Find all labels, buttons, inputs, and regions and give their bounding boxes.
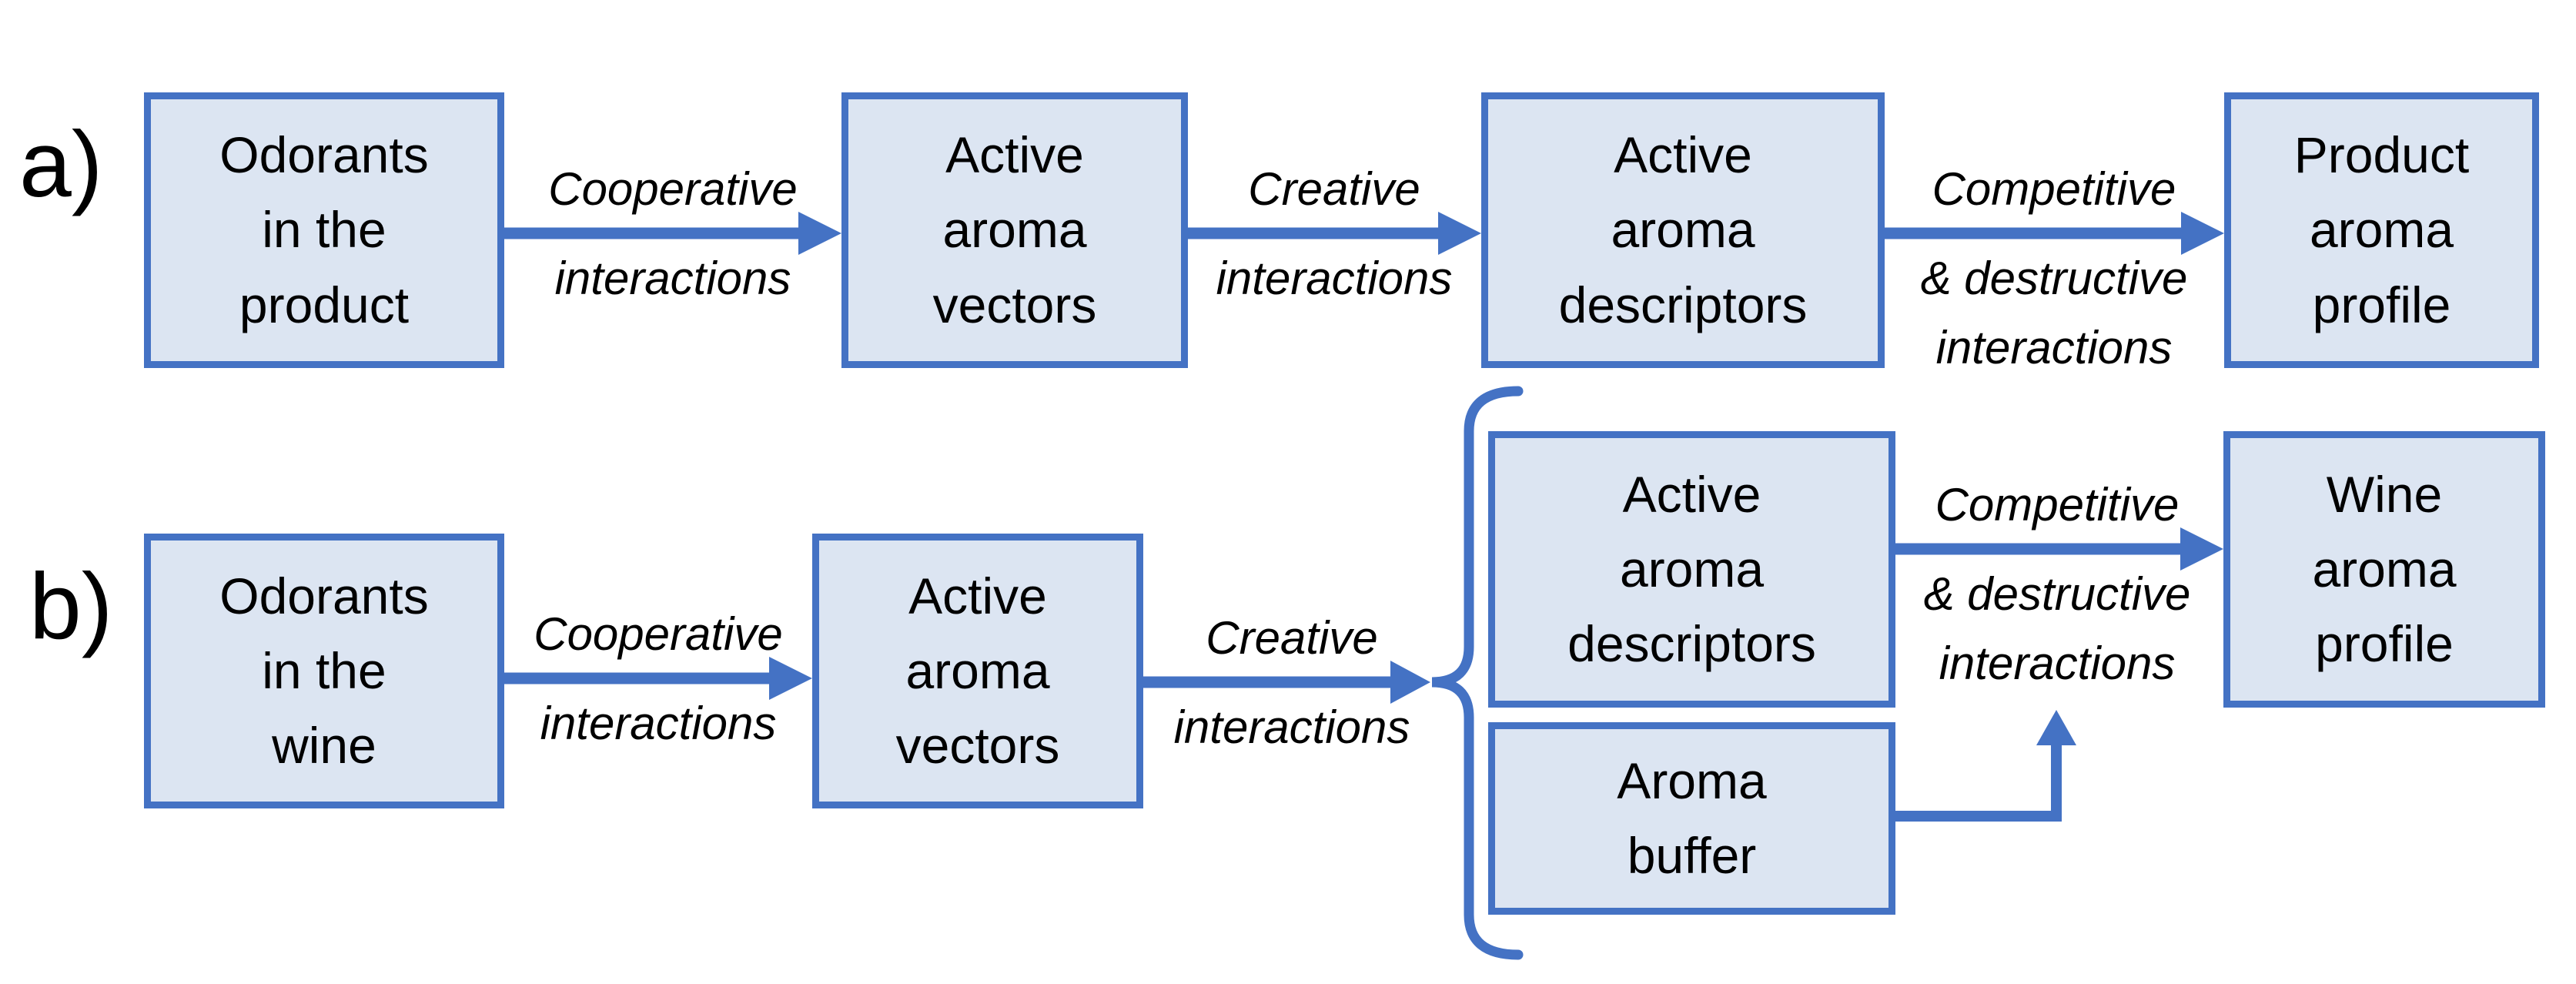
- box-odorants-wine: Odorants in the wine: [144, 534, 504, 808]
- label-cooperative-a-top: Cooperative: [548, 163, 798, 215]
- label-creative-a-top: Creative: [1248, 163, 1420, 215]
- label-competitive-a-bottom: & destructive interactions: [1920, 253, 2188, 373]
- box-active-aroma-vectors-a: Active aroma vectors: [841, 92, 1188, 368]
- label-competitive-a-top: Competitive: [1932, 163, 2176, 215]
- label-cooperative-a-bottom: interactions: [554, 253, 791, 304]
- box-active-aroma-descriptors-b: Active aroma descriptors: [1488, 431, 1895, 708]
- arrow-buffer-elbow: [1895, 710, 2076, 822]
- arrowhead-right-icon: [798, 212, 841, 255]
- box-active-aroma-descriptors-a: Active aroma descriptors: [1481, 92, 1885, 368]
- label-creative-b-bottom: interactions: [1173, 701, 1410, 753]
- label-competitive-b-top: Competitive: [1935, 479, 2180, 530]
- label-creative-a-bottom: interactions: [1216, 253, 1453, 304]
- box-aroma-buffer: Aroma buffer: [1488, 722, 1895, 915]
- label-competitive-b-bottom: & destructive interactions: [1923, 568, 2191, 689]
- box-wine-aroma-profile: Wine aroma profile: [2223, 431, 2545, 708]
- box-product-aroma-profile: Product aroma profile: [2224, 92, 2539, 368]
- panel-b-label: b): [29, 554, 113, 658]
- label-cooperative-b-top: Cooperative: [534, 608, 783, 660]
- label-cooperative-b-bottom: interactions: [540, 698, 777, 749]
- label-creative-b-top: Creative: [1206, 612, 1378, 664]
- box-active-aroma-vectors-b: Active aroma vectors: [812, 534, 1143, 808]
- box-odorants-product: Odorants in the product: [144, 92, 504, 368]
- arrowhead-up-icon: [2036, 710, 2076, 745]
- panel-a-label: a): [19, 112, 103, 216]
